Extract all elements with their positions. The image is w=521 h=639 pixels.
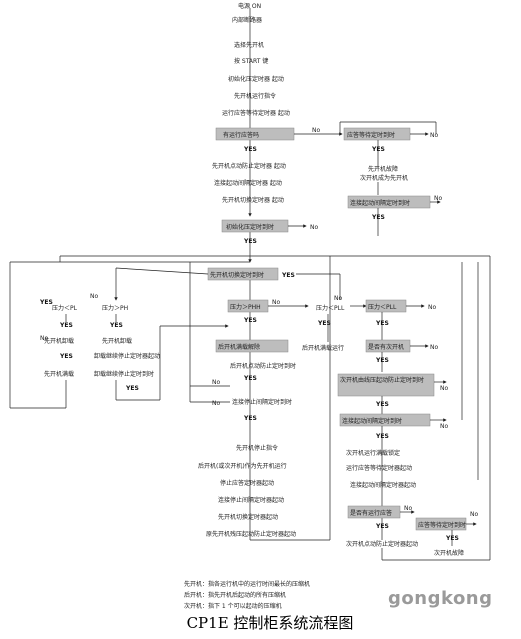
note-2: 后开机：指先开机后起动的所有压缩机 xyxy=(184,591,286,599)
node-first-fault: 先开机故障 xyxy=(368,165,398,173)
edge-label-no15: No xyxy=(212,379,220,386)
node-switch-second: 次开机成为先开机 xyxy=(360,174,408,182)
yes-left-3: YES xyxy=(109,322,123,329)
yes-init: YES xyxy=(243,238,257,245)
node-breaker: 内部断路器 xyxy=(232,16,262,24)
decision-interval-timeout-1-label: 连接起动间隔定时到时 xyxy=(350,199,410,207)
node-first-unload: 先开机卸载 xyxy=(44,337,74,345)
yes-answer-timeout: YES xyxy=(371,146,385,153)
yes-left-5: YES xyxy=(125,385,139,392)
decision-second-start xyxy=(337,373,435,397)
edge-label-no11: No xyxy=(440,385,448,392)
note-1: 先开机：指各运行机中的运行时间最长的压缩机 xyxy=(184,580,310,588)
node-first-run-cmd: 先开机运行指令 xyxy=(234,92,276,100)
node-first-full-release xyxy=(215,339,289,353)
yes-phh: YES xyxy=(243,317,257,324)
node-second-point-timer: 次开机点动防止定时器起动 xyxy=(346,540,418,548)
decision-p-gt-phh-label: 压力＞PHH xyxy=(230,303,261,311)
decision-interval-timeout-2-label: 连接起动间隔定时到时 xyxy=(342,417,402,425)
edge-label-no2: No xyxy=(430,132,438,139)
yes-pll-a: YES xyxy=(317,320,331,327)
node-first-point-timer: 先开机点动防止定时器 起动 xyxy=(212,162,286,170)
edge-label-no4: No xyxy=(310,224,318,231)
node-second-fault: 次开机故障 xyxy=(434,549,464,557)
node-stop-wait-timer: 停止应答定时器起动 xyxy=(220,479,274,487)
yes-left-4: YES xyxy=(59,353,73,360)
node-p-lt-pl: 压力＜PL xyxy=(52,304,78,312)
yes-left-1: YES xyxy=(39,299,53,306)
figure-caption: CP1E 控制柜系统流程图 xyxy=(186,614,354,632)
node-reset-all: 原先开机残压起动防止定时器起动 xyxy=(206,530,296,538)
edge-switch-no xyxy=(115,267,209,275)
edge-label-no14: No xyxy=(470,511,478,518)
node-run-wait-timer-2: 运行应答等待定时器起动 xyxy=(346,464,412,472)
yes-point: YES xyxy=(243,375,257,382)
yes-pll-b: YES xyxy=(375,320,389,327)
node-unload-timer: 卸载继续停止定时器起动 xyxy=(94,352,160,360)
decision-second-exists-label: 是否有次开机 xyxy=(368,343,404,351)
node-first-unload-b: 先开机卸载 xyxy=(102,337,132,345)
decision-answer-timeout-2-label: 应答等待定时到时 xyxy=(418,521,466,529)
decision-p-lt-pll-b-label: 压力＜PLL xyxy=(368,303,397,311)
node-second-full-lock: 次开机运行满载锁定 xyxy=(346,449,400,457)
yes-second: YES xyxy=(375,357,389,364)
node-p-lt-pll-a: 压力＜PLL xyxy=(316,304,345,312)
edge-label-no5: No xyxy=(90,293,98,300)
node-power-on: 电源 ON xyxy=(238,2,261,10)
node-interval-timer: 连接起动间隔定时器 起动 xyxy=(214,179,282,187)
edge-label-no12: No xyxy=(440,423,448,430)
decision-second-start-label: 次开机由线压起动防止定时到时 xyxy=(340,376,424,384)
edge-label-no8: No xyxy=(334,295,342,302)
node-press-start: 按 START 键 xyxy=(234,57,268,65)
yes-run-answer: YES xyxy=(243,146,257,153)
edge-label-no16: No xyxy=(212,400,220,407)
decision-init-timeout-label: 初始化压定时到时 xyxy=(226,223,274,231)
node-first-full-run: 后开机满载运行 xyxy=(302,344,344,352)
watermark-logo: gongkong xyxy=(388,588,493,609)
yes-left-2: YES xyxy=(59,322,73,329)
edge-label-no6: No xyxy=(40,335,48,342)
decision-run-answer-label: 有运行应答吗 xyxy=(223,131,259,139)
edge-label-no3: No xyxy=(434,195,442,202)
node-select-first: 选择先开机 xyxy=(234,41,264,49)
yes-run-answer-2: YES xyxy=(375,523,389,530)
node-init-timer: 初始化压定时器 起动 xyxy=(228,75,284,83)
node-p-gt-ph-a: 压力＞PH xyxy=(102,304,128,312)
edge-label-no1: No xyxy=(312,127,320,134)
edge-label-no13: No xyxy=(404,505,412,512)
node-point-timeout: 后开机点动防止定时到时 xyxy=(230,362,296,370)
node-unload-timeout: 卸载继续停止定时到时 xyxy=(94,370,154,378)
edge-label-no7: No xyxy=(272,299,280,306)
node-stop-interval-timeout: 连接停止间隔定时到时 xyxy=(232,398,292,406)
node-first-full-release-label: 后开机满载解除 xyxy=(218,343,260,351)
yes-first-switch: YES xyxy=(281,272,295,279)
decision-answer-timeout-label: 应答等待定时到时 xyxy=(347,131,395,139)
node-first-switch-timer: 先开机切换定时器 起动 xyxy=(222,196,284,204)
node-first-switch-timer-2: 先开机切换定时器起动 xyxy=(218,513,278,521)
edge-label-no9: No xyxy=(428,304,436,311)
node-stop-cmd: 先开机停止指令 xyxy=(236,444,278,452)
decision-run-answer-2-label: 是否有运行应答 xyxy=(350,509,392,517)
node-run-wait-timer: 运行应答等待定时器 起动 xyxy=(222,109,290,117)
yes-stop-interval: YES xyxy=(243,415,257,422)
node-full-load: 先开机满载 xyxy=(44,370,74,378)
node-interval-timer-2: 连接起动间隔定时器起动 xyxy=(350,481,416,489)
edge-label-no10: No xyxy=(430,344,438,351)
decision-first-switch-timeout-label: 先开机切换定时到时 xyxy=(210,271,264,279)
note-3: 次开机：指下 1 个可以起动的压缩机 xyxy=(184,602,282,610)
node-stop-interval-timer: 连接停止间隔定时器起动 xyxy=(218,496,284,504)
node-second-becomes-first: 后开机(或次开机)作为先开机运行 xyxy=(198,462,287,470)
